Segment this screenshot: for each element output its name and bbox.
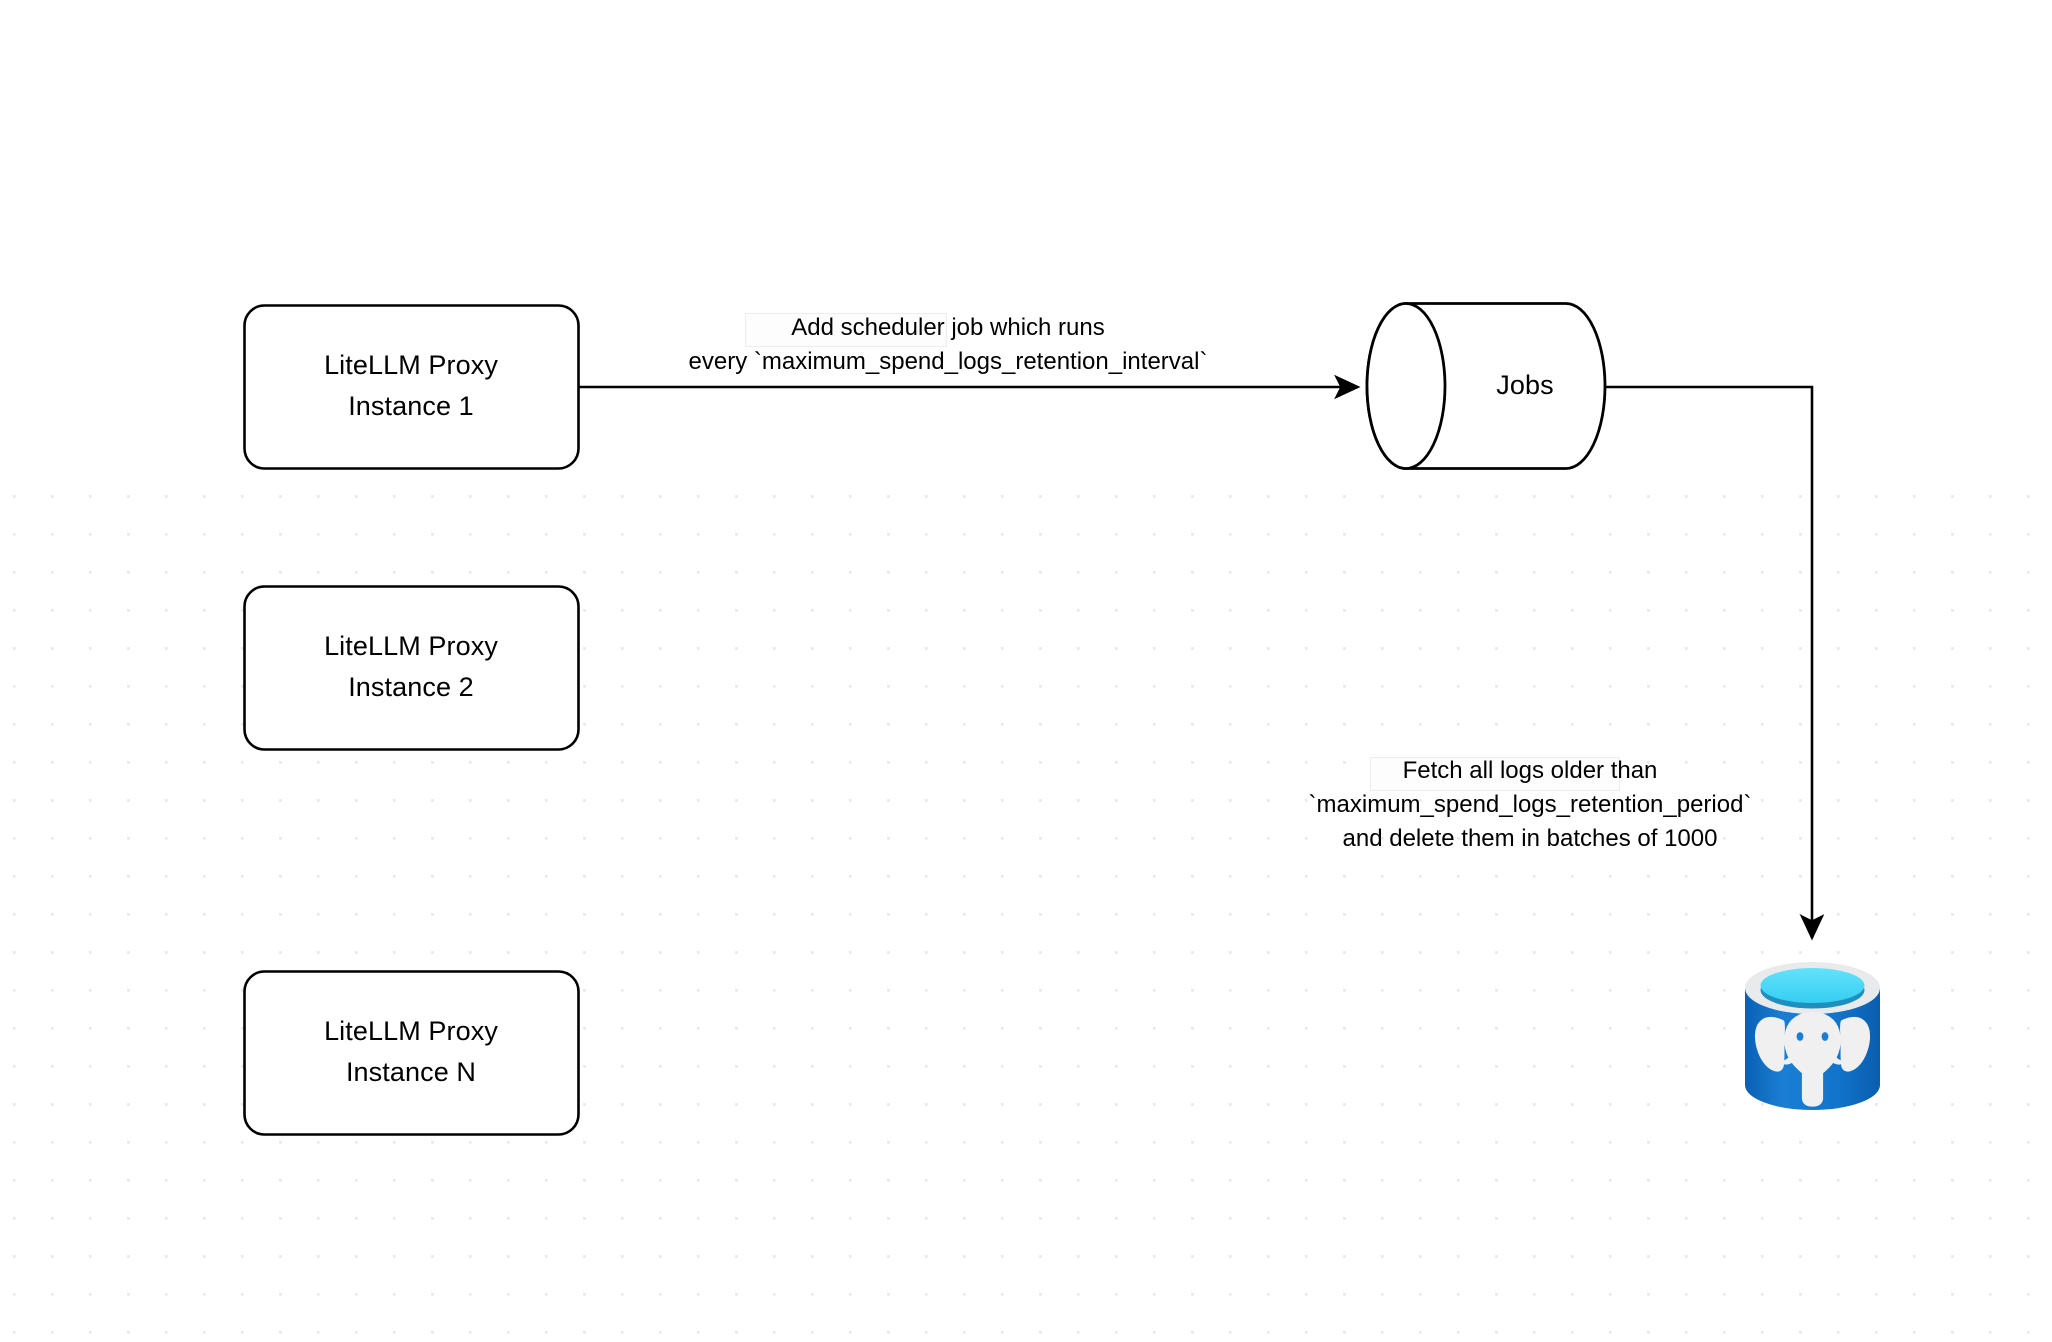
edge-jobs-to-database <box>1605 385 1825 941</box>
postgresql-elephant-eyes <box>1796 1032 1829 1041</box>
postgresql-database-icon[interactable] <box>1745 962 1880 1110</box>
proxy-instance-n-box[interactable] <box>243 970 580 1136</box>
proxy-instance-1-box[interactable] <box>243 304 580 470</box>
jobs-cylinder[interactable] <box>1365 302 1607 470</box>
proxy-instance-2-box[interactable] <box>243 585 580 751</box>
